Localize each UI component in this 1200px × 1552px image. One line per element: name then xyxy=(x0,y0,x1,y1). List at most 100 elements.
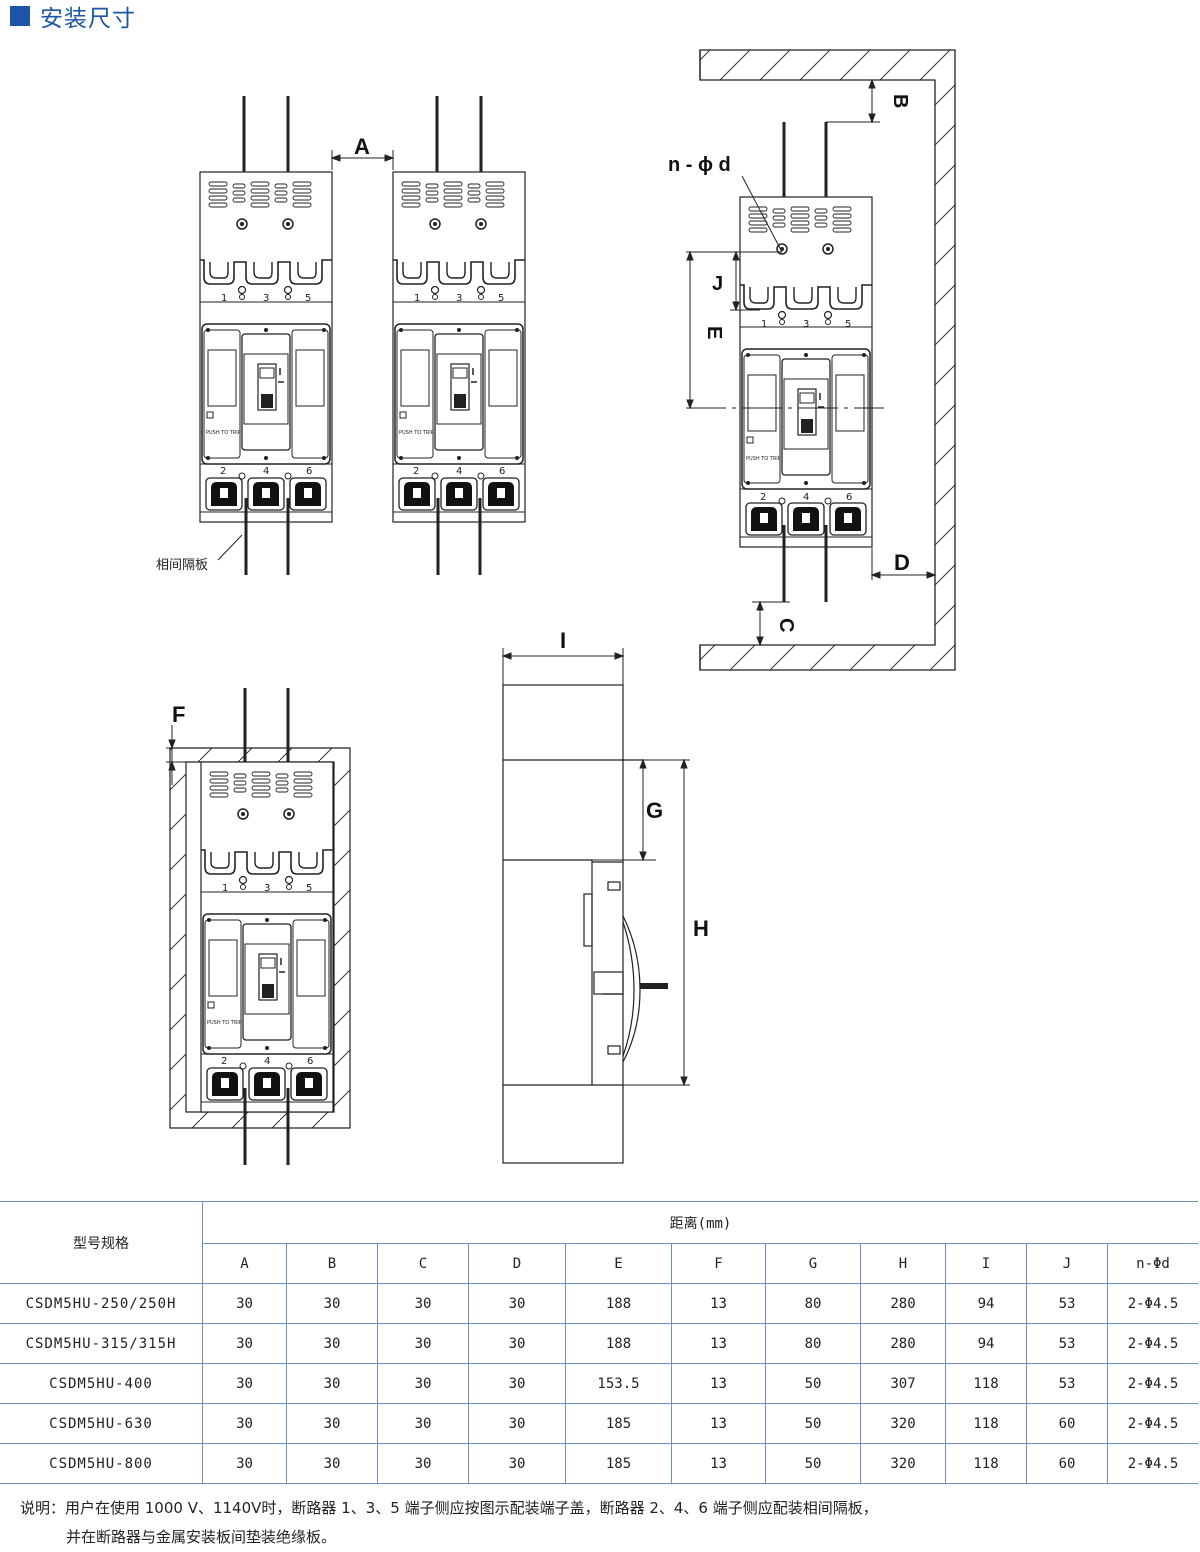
value-cell: 30 xyxy=(468,1363,566,1404)
col-header-a: A xyxy=(202,1243,287,1284)
value-cell: 30 xyxy=(286,1403,378,1444)
dimension-f xyxy=(166,725,186,785)
value-cell: 94 xyxy=(945,1283,1027,1324)
value-cell: 30 xyxy=(468,1283,566,1324)
terminal-3-label: 3 xyxy=(803,319,809,330)
terminal-2-label: 2 xyxy=(760,492,766,503)
model-cell: CSDM5HU-250/250H xyxy=(0,1283,203,1324)
terminal-1-label: 1 xyxy=(222,883,228,894)
col-header-b: B xyxy=(286,1243,378,1284)
model-cell: CSDM5HU-800 xyxy=(0,1443,203,1484)
value-cell: 30 xyxy=(377,1403,469,1444)
distance-header: 距离(mm) xyxy=(202,1201,1198,1244)
value-cell: 30 xyxy=(377,1283,469,1324)
value-cell: 320 xyxy=(860,1443,946,1484)
dimension-table: 型号规格 距离(mm) A B C D E F G H I J n-Φd CSD… xyxy=(0,1201,1198,1484)
terminal-5-label: 5 xyxy=(845,319,851,330)
value-cell: 13 xyxy=(671,1403,766,1444)
value-cell: 30 xyxy=(286,1323,378,1364)
terminal-6-label: 6 xyxy=(307,1056,313,1067)
value-cell: 94 xyxy=(945,1323,1027,1364)
section-title-text: 安装尺寸 xyxy=(40,6,136,32)
value-cell: 118 xyxy=(945,1443,1027,1484)
push-to-trip-label: PUSH TO TRIP xyxy=(206,430,241,436)
dimension-b xyxy=(826,78,880,124)
value-cell: 30 xyxy=(202,1363,287,1404)
value-cell: 2-Φ4.5 xyxy=(1107,1283,1198,1324)
value-cell: 280 xyxy=(860,1323,946,1364)
push-to-trip-label: PUSH TO TRIP xyxy=(207,1020,242,1026)
dimension-a xyxy=(330,150,395,170)
value-cell: 30 xyxy=(286,1363,378,1404)
value-cell: 53 xyxy=(1026,1363,1108,1404)
table-row: CSDM5HU-315/315H 30 30 30 30 188 13 80 2… xyxy=(0,1323,1198,1364)
installation-note: 说明：用户在使用 1000 V、1140V时，断路器 1、3、5 端子侧应按图示… xyxy=(20,1494,878,1552)
value-cell: 30 xyxy=(286,1443,378,1484)
value-cell: 13 xyxy=(671,1323,766,1364)
value-cell: 30 xyxy=(202,1443,287,1484)
model-cell: CSDM5HU-630 xyxy=(0,1403,203,1444)
value-cell: 307 xyxy=(860,1363,946,1404)
breaker-front-view-1: 1 3 5 PUSH TO TRIP 2 4 6 xyxy=(199,96,333,575)
breaker-side-view xyxy=(502,684,668,1164)
table-row: CSDM5HU-630 30 30 30 30 185 13 50 320 11… xyxy=(0,1403,1198,1444)
note-line-2: 并在断路器与金属安装板间垫装绝缘板。 xyxy=(66,1528,337,1546)
col-header-g: G xyxy=(765,1243,861,1284)
terminal-4-label: 4 xyxy=(456,466,462,477)
value-cell: 188 xyxy=(565,1283,672,1324)
value-cell: 50 xyxy=(765,1403,861,1444)
col-header-d: D xyxy=(468,1243,566,1284)
push-to-trip-label: PUSH TO TRIP xyxy=(746,456,781,462)
value-cell: 2-Φ4.5 xyxy=(1107,1443,1198,1484)
value-cell: 50 xyxy=(765,1443,861,1484)
model-header: 型号规格 xyxy=(0,1201,203,1284)
value-cell: 320 xyxy=(860,1403,946,1444)
terminal-5-label: 5 xyxy=(306,883,312,894)
value-cell: 50 xyxy=(765,1363,861,1404)
terminal-2-label: 2 xyxy=(221,1056,227,1067)
value-cell: 30 xyxy=(286,1283,378,1324)
value-cell: 2-Φ4.5 xyxy=(1107,1403,1198,1444)
dimension-g-h xyxy=(592,758,690,1087)
phase-barrier-label: 相间隔板 xyxy=(156,558,208,573)
model-cell: CSDM5HU-315/315H xyxy=(0,1323,203,1364)
col-header-e: E xyxy=(565,1243,672,1284)
table-row: CSDM5HU-800 30 30 30 30 185 13 50 320 11… xyxy=(0,1443,1198,1484)
value-cell: 30 xyxy=(377,1443,469,1484)
value-cell: 13 xyxy=(671,1363,766,1404)
terminal-5-label: 5 xyxy=(498,293,504,304)
breaker-front-view-4: 1 3 5 PUSH TO TRIP 2 4 6 xyxy=(200,688,334,1165)
breaker-front-view-3: 1 3 5 PUSH TO TRIP 2 4 6 xyxy=(739,122,873,602)
terminal-2-label: 2 xyxy=(413,466,419,477)
terminal-6-label: 6 xyxy=(499,466,505,477)
dim-label-f: F xyxy=(172,702,185,727)
dim-label-b: B xyxy=(889,94,911,108)
table-row: CSDM5HU-250/250H 30 30 30 30 188 13 80 2… xyxy=(0,1283,1198,1324)
terminal-4-label: 4 xyxy=(263,466,269,477)
dimension-c xyxy=(752,600,790,647)
dim-label-e: E xyxy=(703,326,725,339)
value-cell: 60 xyxy=(1026,1443,1108,1484)
col-header-nd: n-Φd xyxy=(1107,1243,1198,1284)
value-cell: 30 xyxy=(202,1283,287,1324)
value-cell: 30 xyxy=(468,1443,566,1484)
value-cell: 80 xyxy=(765,1283,861,1324)
terminal-1-label: 1 xyxy=(221,293,227,304)
value-cell: 118 xyxy=(945,1363,1027,1404)
dim-label-a: A xyxy=(354,134,370,159)
value-cell: 60 xyxy=(1026,1403,1108,1444)
value-cell: 30 xyxy=(202,1403,287,1444)
dimension-j-e xyxy=(686,250,884,410)
col-header-i: I xyxy=(945,1243,1027,1284)
dim-label-j: J xyxy=(712,273,723,295)
terminal-3-label: 3 xyxy=(264,883,270,894)
section-title: 安装尺寸 xyxy=(10,2,136,32)
terminal-3-label: 3 xyxy=(456,293,462,304)
col-header-f: F xyxy=(671,1243,766,1284)
value-cell: 2-Φ4.5 xyxy=(1107,1323,1198,1364)
terminal-5-label: 5 xyxy=(305,293,311,304)
value-cell: 153.5 xyxy=(565,1363,672,1404)
dimension-d xyxy=(870,548,937,580)
push-to-trip-label: PUSH TO TRIP xyxy=(399,430,434,436)
title-square-icon xyxy=(10,6,30,26)
